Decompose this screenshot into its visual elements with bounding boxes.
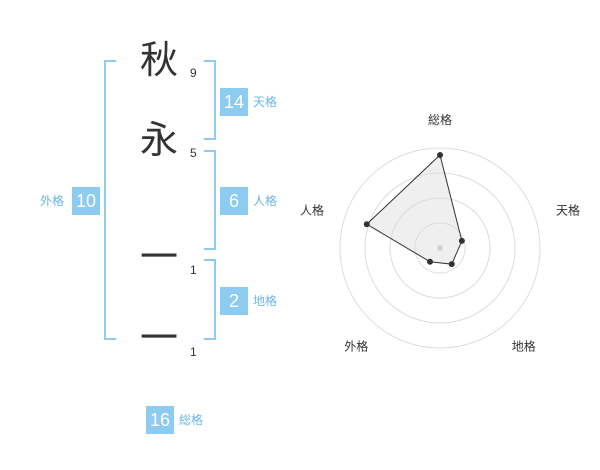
radar-ring	[339, 147, 541, 349]
gaikaku-bracket	[104, 60, 116, 340]
jinkaku-value-badge: 6	[220, 187, 248, 215]
radar-point-2	[458, 237, 465, 244]
radar-axis-label-5: 人格	[300, 202, 324, 217]
tenkaku-label: 天格	[253, 95, 278, 109]
jinkaku-label: 人格	[253, 194, 278, 208]
radar-center-dot	[437, 245, 443, 251]
name-char-4: 一	[139, 316, 178, 360]
radar-axis-label-3: 地格	[512, 339, 536, 354]
radar-point-4	[427, 258, 434, 265]
gaikaku-value-badge: 10	[72, 187, 100, 215]
chikaku-value-badge: 2	[220, 287, 248, 315]
chikaku-bracket	[204, 259, 216, 340]
stroke-count-1: 9	[190, 66, 197, 80]
radar-axis-label-4: 外格	[344, 339, 368, 354]
stroke-count-3: 1	[190, 263, 197, 277]
tenkaku-value-badge: 14	[220, 88, 248, 116]
radar-axis-label-2: 天格	[556, 202, 580, 217]
radar-point-3	[448, 261, 455, 268]
tenkaku-bracket	[204, 60, 216, 140]
stroke-count-4: 1	[190, 345, 197, 359]
soukaku-label: 総格	[179, 413, 204, 427]
radar-value-polygon	[365, 154, 463, 265]
radar-axis-label-1: 総格	[428, 112, 452, 127]
radar-ring	[414, 222, 466, 274]
name-char-2: 永	[139, 118, 178, 162]
radar-point-5	[363, 221, 370, 228]
name-char-3: 一	[139, 235, 178, 279]
radar-ring	[389, 197, 491, 299]
chikaku-label: 地格	[253, 294, 278, 308]
soukaku-value-badge: 16	[146, 406, 174, 434]
gaikaku-label: 外格	[40, 194, 65, 208]
radar-ring	[364, 172, 516, 324]
name-char-1: 秋	[139, 38, 178, 82]
stroke-count-2: 5	[190, 146, 197, 160]
radar-point-1	[437, 152, 443, 158]
jinkaku-bracket	[204, 150, 216, 250]
